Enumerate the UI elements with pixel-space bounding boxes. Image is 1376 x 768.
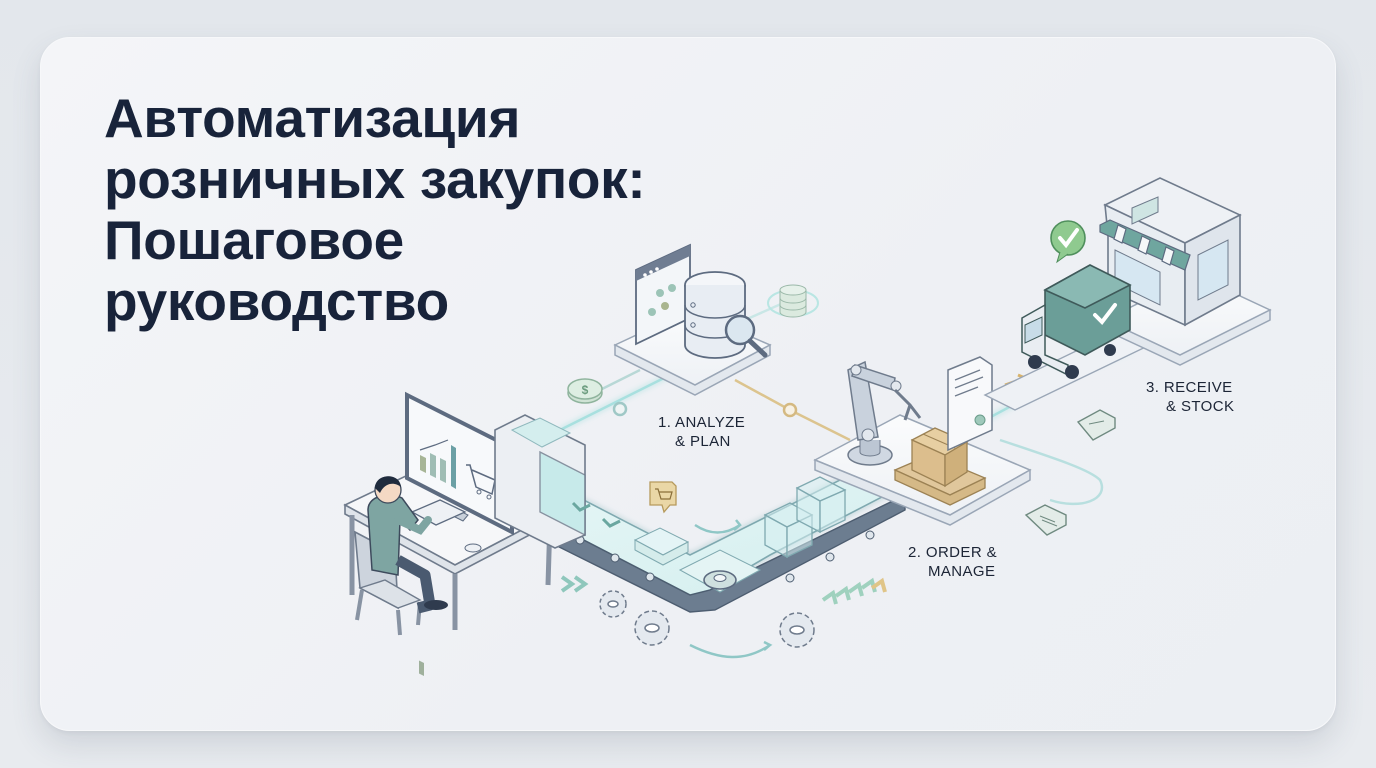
step-2-line-2: MANAGE	[928, 563, 996, 580]
step-2-line-1: 2. ORDER &	[908, 544, 998, 561]
robot-arm-icon	[813, 356, 1032, 526]
coin-icon: $	[567, 378, 603, 404]
title-line-4: руководство	[104, 270, 449, 332]
step-3-line-2: & STOCK	[1166, 398, 1235, 415]
step-1-line-1: 1. ANALYZE	[658, 414, 746, 431]
step-1-label: 1. ANALYZE & PLAN	[658, 413, 745, 451]
svg-text:$: $	[582, 383, 589, 397]
step-3-label: 3. RECEIVE & STOCK	[1146, 378, 1234, 416]
title-line-1: Автоматизация	[104, 87, 521, 149]
conveyor-belt	[494, 414, 907, 613]
store-truck-icon	[983, 177, 1272, 411]
step-3-line-1: 3. RECEIVE	[1146, 379, 1233, 396]
price-tag-icon	[1024, 409, 1116, 536]
database-search-icon	[613, 243, 819, 396]
person-at-computer	[343, 391, 562, 677]
step-1-line-2: & PLAN	[675, 433, 731, 450]
title-line-2: розничных закупок:	[104, 148, 646, 210]
title-line-3: Пошаговое	[104, 209, 404, 271]
gear-icon	[599, 590, 815, 648]
flow-decorations	[560, 519, 887, 659]
page-title: Автоматизация розничных закупок: Пошагов…	[104, 88, 744, 332]
step-2-label: 2. ORDER & MANAGE	[908, 543, 997, 581]
